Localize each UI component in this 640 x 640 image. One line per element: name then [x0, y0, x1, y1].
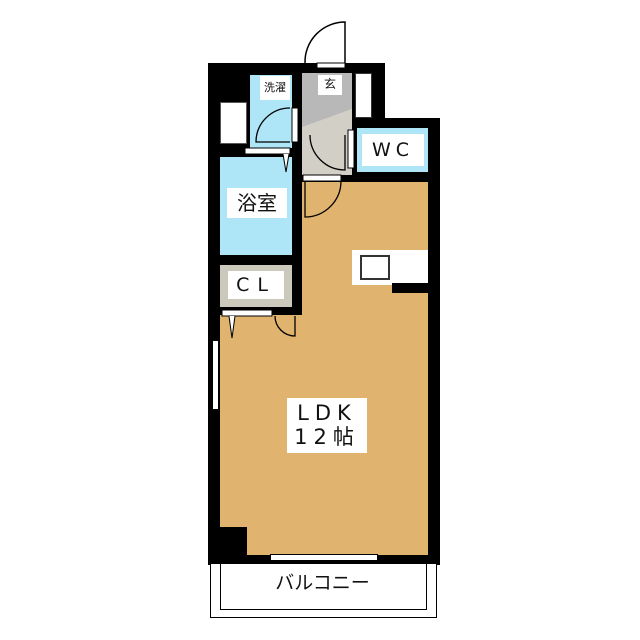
ldk-label: LDK 12帖	[287, 398, 367, 453]
balcony-railing	[220, 563, 427, 610]
ldk-door-icon	[304, 180, 342, 218]
ldk-name: LDK	[297, 401, 357, 426]
entrance-door-icon	[304, 21, 346, 64]
window-bottom	[270, 554, 378, 561]
entrance-label: 玄	[318, 75, 342, 95]
wc-door-icon	[309, 134, 346, 171]
corner-column	[210, 527, 247, 563]
washing-machine	[220, 102, 247, 144]
bathroom-label: 浴室	[227, 188, 287, 218]
ldk-size: 12帖	[294, 424, 360, 449]
wc-label: WC	[362, 134, 424, 166]
laundry-door-icon	[255, 107, 291, 143]
shoe-cabinet	[355, 73, 372, 118]
sink	[360, 255, 390, 280]
balcony-label: バルコニー	[275, 571, 370, 594]
balcony	[210, 563, 437, 618]
closet-door-icon	[274, 315, 296, 337]
counter-wall	[392, 283, 432, 293]
laundry-label: 洗濯	[260, 76, 290, 100]
closet-label: CL	[228, 271, 284, 299]
window-left	[212, 340, 219, 410]
